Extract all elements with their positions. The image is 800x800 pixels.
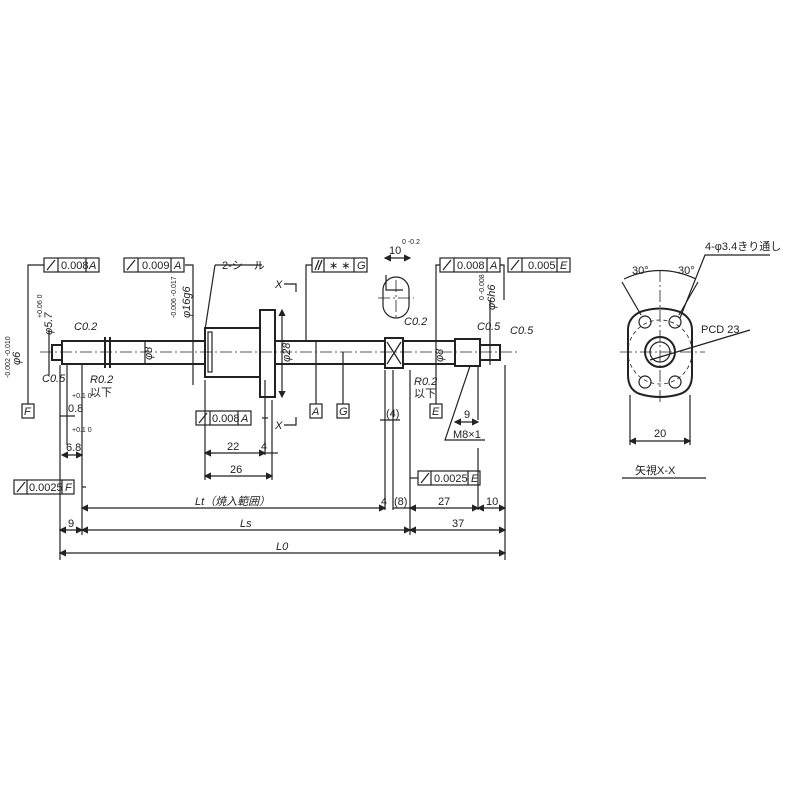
svg-text:26: 26 [230, 464, 242, 476]
svg-text:C0.5: C0.5 [477, 321, 501, 333]
svg-text:-0.002 -0.010: -0.002 -0.010 [5, 336, 12, 378]
svg-text:R0.2: R0.2 [414, 376, 437, 388]
svg-text:+0.1 0: +0.1 0 [72, 393, 92, 400]
svg-text:6.8: 6.8 [66, 442, 81, 454]
svg-text:F: F [65, 482, 73, 494]
svg-text:0.0025: 0.0025 [434, 473, 468, 485]
svg-text:∗ ∗: ∗ ∗ [329, 260, 351, 272]
svg-text:以下: 以下 [414, 388, 436, 400]
section-x-markers: X X [274, 279, 297, 432]
flange-outline [627, 307, 693, 398]
svg-text:φ6: φ6 [11, 351, 23, 365]
keyway-section [378, 276, 414, 319]
svg-text:φ28: φ28 [281, 342, 293, 362]
datum-f: F [24, 406, 32, 418]
mount-hole [638, 315, 652, 329]
svg-text:(8): (8) [394, 496, 407, 508]
angle-right: 30° [678, 265, 695, 277]
svg-text:A: A [173, 260, 181, 272]
svg-text:Lt（焼入範囲）: Lt（焼入範囲） [195, 495, 270, 508]
svg-text:4: 4 [261, 441, 267, 453]
svg-text:C0.2: C0.2 [74, 321, 97, 333]
svg-text:0.0025: 0.0025 [29, 482, 63, 494]
leader-lines [27, 264, 505, 488]
svg-text:10: 10 [486, 496, 498, 508]
svg-text:E: E [471, 473, 479, 485]
nut-flange [259, 309, 276, 398]
runout-frame-3: 0.008 A [439, 257, 501, 273]
dimension-lines [48, 254, 507, 557]
datum-a: A [311, 406, 319, 418]
svg-text:2-シール: 2-シール [222, 260, 265, 272]
thread-section [454, 338, 481, 367]
svg-text:A: A [489, 260, 497, 272]
svg-text:φ8: φ8 [434, 348, 446, 362]
svg-text:φ8: φ8 [143, 346, 155, 360]
dimension-labels: 2-シール φ5.7 +0.06 0 φ6 -0.002 -0.010 C0.2… [5, 239, 534, 553]
section-x-bottom: X [274, 420, 283, 432]
svg-text:E: E [560, 260, 568, 272]
angle-left: 30° [632, 265, 649, 277]
svg-text:9: 9 [464, 409, 470, 421]
datum-g: G [339, 406, 348, 418]
svg-text:4: 4 [381, 496, 387, 508]
pcd-circle [627, 319, 693, 385]
svg-text:R0.2: R0.2 [90, 374, 113, 386]
svg-text:10: 10 [389, 245, 401, 257]
holes-label: 4-φ3.4きり通し [705, 240, 781, 253]
datum-e: E [432, 406, 440, 418]
svg-text:φ16g6: φ16g6 [181, 285, 193, 318]
svg-text:22: 22 [227, 441, 239, 453]
ball-nut [204, 327, 261, 378]
view-caption: 矢視X-X [635, 463, 676, 477]
svg-text:L0: L0 [276, 541, 289, 553]
svg-text:C0.5: C0.5 [42, 373, 66, 385]
width-label: 20 [654, 428, 666, 440]
svg-text:φ5.7: φ5.7 [43, 312, 55, 335]
section-x-top: X [274, 279, 283, 291]
svg-text:-0.006 -0.017: -0.006 -0.017 [171, 276, 178, 318]
svg-text:0.005: 0.005 [528, 260, 556, 272]
parallelism-frame: ∗ ∗ G [311, 257, 368, 273]
svg-text:0.008: 0.008 [457, 260, 485, 272]
screw-shaft [51, 309, 501, 398]
svg-text:φ6h6: φ6h6 [486, 284, 498, 310]
svg-text:A: A [88, 260, 96, 272]
svg-text:C0.5: C0.5 [510, 325, 534, 337]
datum-boxes: F A G E [21, 403, 443, 419]
mount-hole [668, 315, 682, 329]
mount-hole [638, 375, 652, 389]
svg-text:(4): (4) [386, 408, 399, 420]
svg-text:+0.06 0: +0.06 0 [37, 294, 44, 318]
runout-frame-4: 0.005 E [507, 257, 571, 273]
svg-text:Ls: Ls [240, 518, 252, 530]
svg-text:M8×1: M8×1 [453, 429, 481, 441]
svg-text:9: 9 [68, 518, 74, 530]
pcd-label: PCD 23 [701, 324, 740, 336]
mount-hole [668, 375, 682, 389]
svg-text:0 -0.2: 0 -0.2 [402, 239, 420, 246]
svg-text:0.8: 0.8 [68, 403, 83, 415]
svg-text:C0.2: C0.2 [404, 316, 427, 328]
svg-text:G: G [357, 260, 366, 272]
svg-text:+0.1 0: +0.1 0 [72, 427, 92, 434]
svg-text:A: A [240, 413, 248, 425]
side-view-x-x: 4-φ3.4きり通し 30° 30° PCD 23 20 矢視X-X [620, 240, 781, 479]
svg-text:0.008: 0.008 [61, 260, 89, 272]
svg-text:0.009: 0.009 [142, 260, 170, 272]
svg-text:0 -0.008: 0 -0.008 [479, 274, 486, 300]
svg-text:27: 27 [438, 496, 450, 508]
svg-text:37: 37 [452, 518, 464, 530]
svg-text:0.008: 0.008 [212, 413, 240, 425]
svg-text:以下: 以下 [90, 387, 112, 399]
